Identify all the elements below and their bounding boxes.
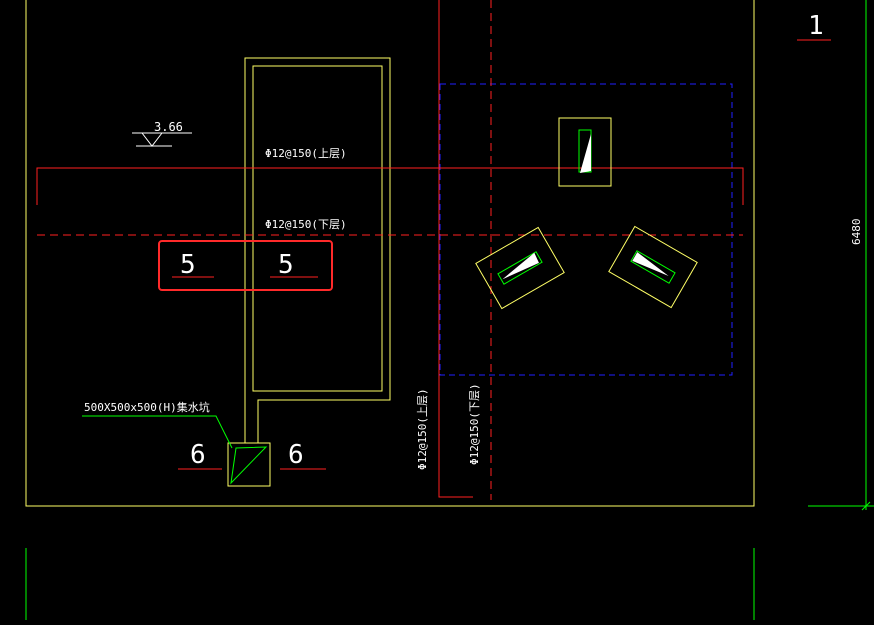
sump-label: 500X500x500(H)集水坑 <box>84 400 210 414</box>
blue-dashed-region <box>439 83 733 376</box>
section-5-right: 5 <box>278 250 294 280</box>
collector-pit-mark <box>230 446 268 485</box>
section-6-right: 6 <box>288 440 304 470</box>
rebar-top-line <box>36 167 744 205</box>
sump-label-leader <box>82 415 233 449</box>
rebar-bottom-label-vertical: Φ12@150(下层) <box>468 383 481 465</box>
dimension-arrow <box>861 501 871 511</box>
highlight-box <box>158 240 333 291</box>
dimension-value: 6480 <box>850 219 863 246</box>
sump-outer-outline <box>244 57 391 444</box>
elevation-triangle <box>141 132 163 147</box>
elevation-mark: 3.66 <box>154 120 183 134</box>
pad-upright <box>558 117 612 187</box>
axis-number: 1 <box>808 11 824 41</box>
rebar-bottom-label: Φ12@150(下层) <box>265 218 347 231</box>
section-6-left: 6 <box>190 440 206 470</box>
rebar-top-label-vertical: Φ12@150(上层) <box>416 388 429 470</box>
pad-rotated-left <box>475 226 565 310</box>
rebar-top-label: Φ12@150(上层) <box>265 147 347 160</box>
slab-outline <box>25 0 755 507</box>
collector-pit <box>227 442 271 487</box>
section-5-left: 5 <box>180 250 196 280</box>
sump-inner-outline <box>252 65 383 392</box>
rebar-vertical-top <box>438 0 473 498</box>
pad-rotated-right <box>608 225 698 309</box>
